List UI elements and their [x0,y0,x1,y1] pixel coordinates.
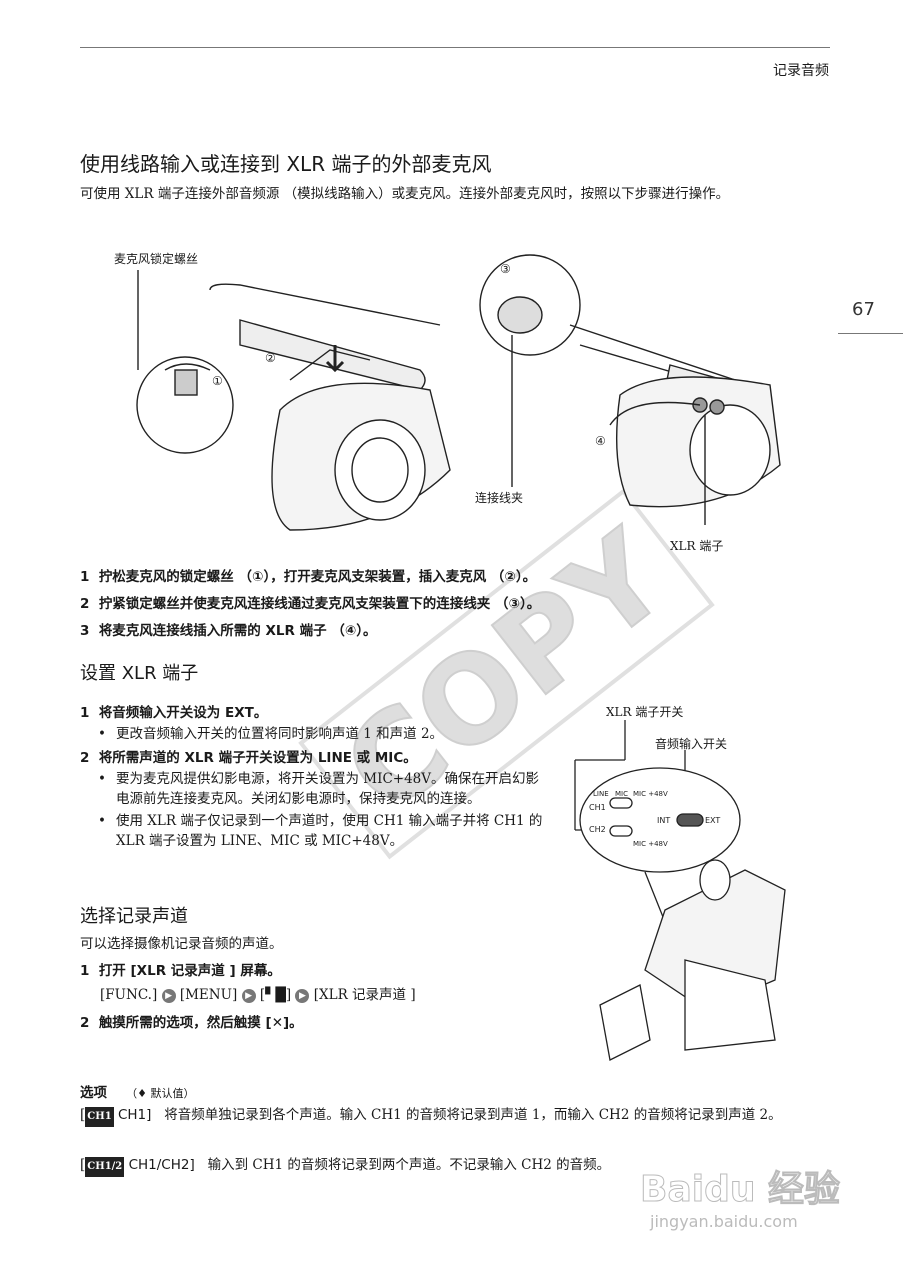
label-mic-screw: 麦克风锁定螺丝 [114,252,199,266]
svg-text:CH2: CH2 [589,825,606,834]
step-2: 2 将所需声道的 XLR 端子开关设置为 LINE 或 MIC。 [80,750,417,766]
callout-2: ② [265,351,276,365]
step-1: 1 拧松麦克风的锁定螺丝 （①），打开麦克风支架装置，插入麦克风 （②）。 [80,569,537,585]
svg-text:EXT: EXT [705,816,720,825]
arrow-right-icon: ▶ [295,988,310,1003]
arrow-right-icon: ▶ [161,988,176,1003]
page-number: 67 [852,299,875,320]
arrow-right-icon: ▶ [241,988,256,1003]
label-mic48: MIC +48V [633,790,668,798]
step-2: 2 触摸所需的选项，然后触摸 [✕]。 [80,1015,303,1031]
label-mic48-ch2: MIC +48V [633,840,668,848]
cable-clamp-illustration: ③ ④ [479,254,781,525]
label-mic: MIC [615,790,628,798]
close-icon: ✕ [271,1015,283,1031]
baidu-watermark: Baidu 经验 jingyan.baidu.com [639,1169,841,1232]
label-audio-switch: 音频输入开关 [655,737,728,751]
svg-text:CH1: CH1 [589,803,606,812]
step-3: 3 将麦克风连接线插入所需的 XLR 端子 （④）。 [80,623,377,639]
ch1-icon: CH1 [85,1107,114,1127]
mic-attach-illustration: ① ② [136,270,451,531]
label-line: LINE [593,790,609,798]
label-cable-clamp: 连接线夹 [475,491,524,505]
callout-1: ① [212,374,223,388]
step-1: 1 将音频输入开关设为 EXT。 [80,705,268,721]
bullet: 使用 XLR 端子仅记录到一个声道时，使用 CH1 输入端子并将 CH1 的 X… [80,811,546,851]
options-heading: 选项 （♦ 默认值） [80,1085,195,1101]
ch1-2-icon: CH1/2 [85,1157,125,1177]
option-ch1-ch2: [CH1/2 CH1/CH2] 输入到 CH1 的音频将记录到两个声道。不记录输… [80,1155,830,1177]
label-xlr-terminal: XLR 端子 [670,539,724,553]
callout-4: ④ [595,434,606,448]
xlr-switch-illustration: LINE MIC MIC +48V MIC +48V CH1 CH2 INT E… [574,720,786,1061]
xlr-steps: 1 将音频输入开关设为 EXT。 更改音频输入开关的位置将同时影响声道 1 和声… [80,702,550,851]
label-xlr-switch: XLR 端子开关 [606,705,684,719]
option-ch1: [CH1 CH1] 将音频单独记录到各个声道。输入 CH1 的音频将记录到声道 … [80,1105,830,1127]
camera-menu-icon: ▘█ [265,987,286,1003]
callout-3: ③ [500,262,511,276]
section-header: 记录音频 [773,63,829,79]
header-rule [80,47,830,48]
section-title-channel: 选择记录声道 [80,906,188,927]
channel-intro: 可以选择摄像机记录音频的声道。 [80,936,283,952]
step-1: 1 打开 [XLR 记录声道 ] 屏幕。 [80,963,281,979]
bullet: 要为麦克风提供幻影电源，将开关设置为 MIC+48V。确保在开启幻影电源前先连接… [80,769,546,809]
intro-paragraph: 可使用 XLR 端子连接外部音频源 （模拟线路输入）或麦克风。连接外部麦克风时，… [80,186,730,202]
menu-path: [FUNC.] ▶ [MENU] ▶ [▘█] ▶ [XLR 记录声道 ] [100,987,416,1003]
step-2: 2 拧紧锁定螺丝并使麦克风连接线通过麦克风支架装置下的连接线夹 （③）。 [80,596,541,612]
page-number-rule [838,333,903,334]
section-title-xlr: 设置 XLR 端子 [80,663,199,684]
svg-text:INT: INT [657,816,670,825]
mic-steps: 1 拧松麦克风的锁定螺丝 （①），打开麦克风支架装置，插入麦克风 （②）。 2 … [80,566,840,642]
bullet: 更改音频输入开关的位置将同时影响声道 1 和声道 2。 [80,724,550,744]
section-title-mic: 使用线路输入或连接到 XLR 端子的外部麦克风 [80,152,492,176]
default-note: （♦ 默认值） [126,1087,195,1100]
